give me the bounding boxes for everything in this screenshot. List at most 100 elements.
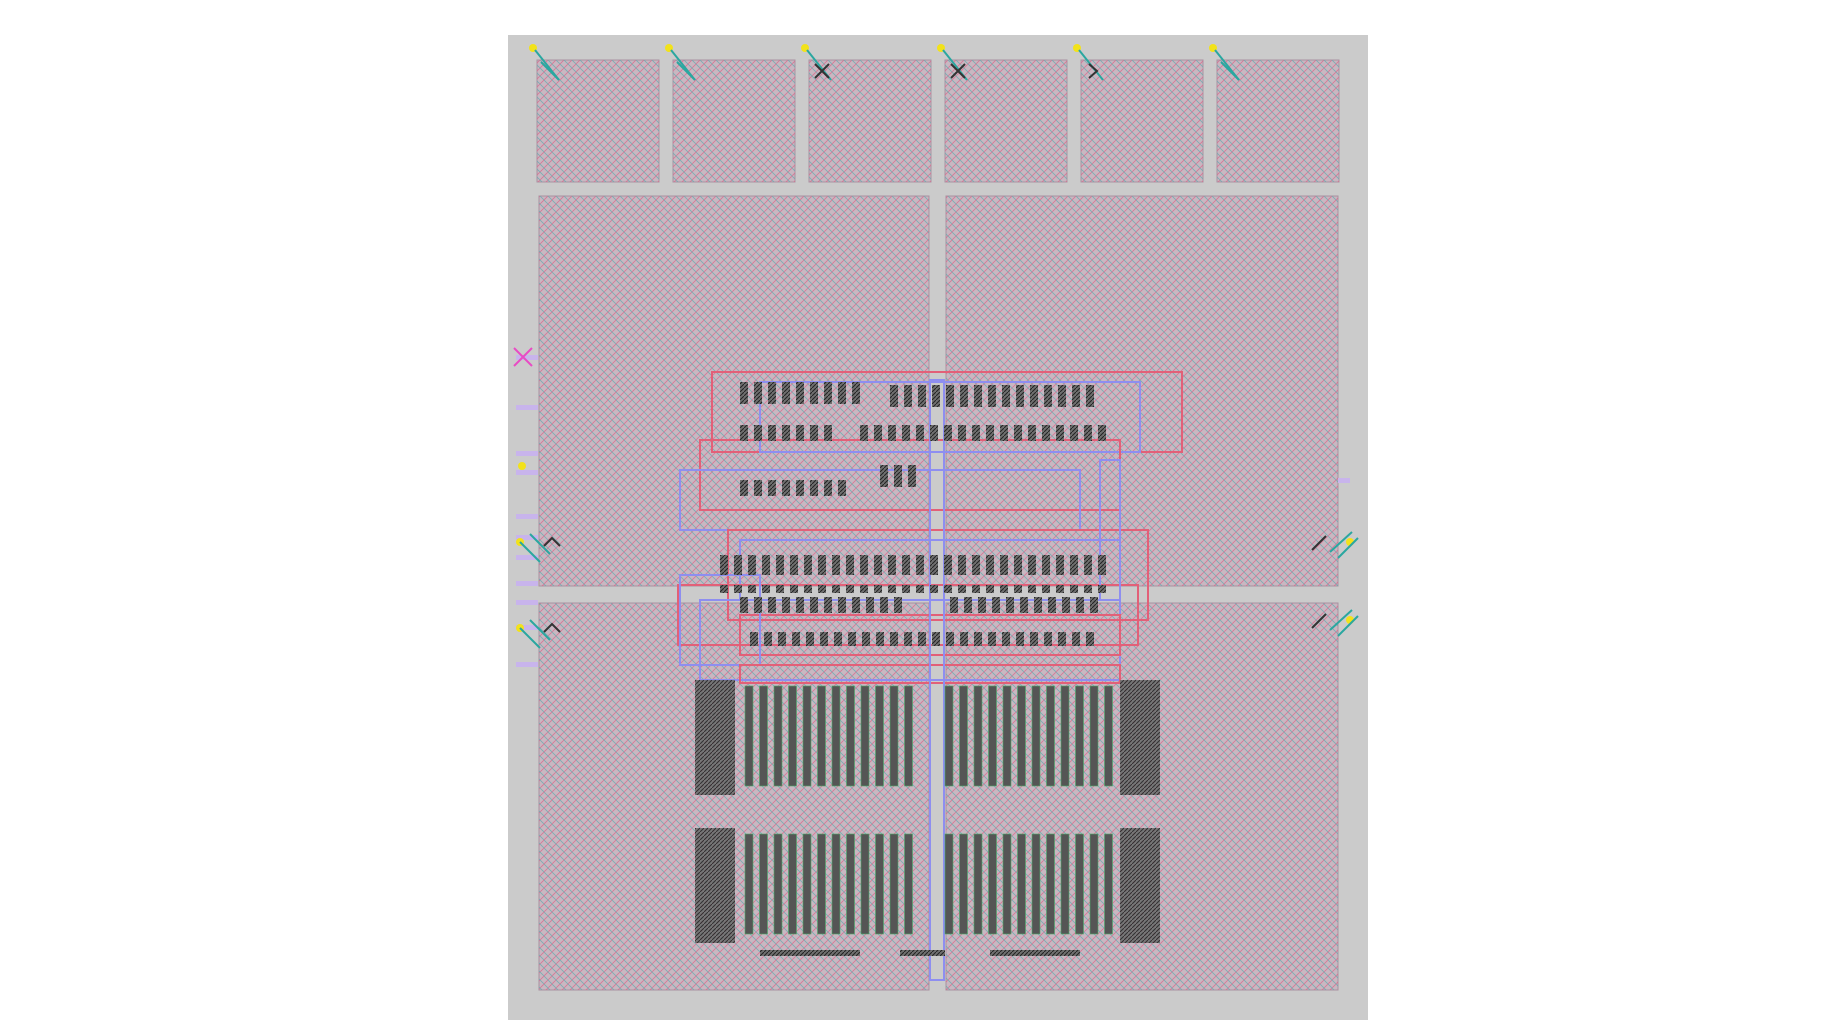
- standard-cell: [824, 597, 832, 613]
- standard-cell: [964, 597, 972, 613]
- standard-cell: [904, 632, 912, 646]
- standard-cell: [768, 597, 776, 613]
- standard-cell: [1042, 585, 1050, 593]
- standard-cell: [1014, 585, 1022, 593]
- standard-cell: [790, 585, 798, 593]
- standard-cell: [888, 585, 896, 593]
- standard-cell: [1044, 632, 1052, 646]
- standard-cell: [838, 480, 846, 496]
- top-pad: [1080, 59, 1204, 183]
- transistor-finger: [846, 833, 855, 935]
- transistor-finger: [788, 833, 797, 935]
- edge-block: [695, 680, 735, 795]
- transistor-finger: [759, 685, 768, 787]
- standard-cell: [1000, 585, 1008, 593]
- standard-cell: [902, 425, 910, 441]
- transistor-finger: [1002, 685, 1012, 787]
- contact-row: [1040, 950, 1080, 956]
- transistor-finger: [831, 833, 841, 935]
- standard-cell: [1028, 425, 1036, 441]
- standard-cell: [988, 632, 996, 646]
- standard-cell: [880, 597, 888, 613]
- standard-cell: [958, 425, 966, 441]
- standard-cell: [764, 632, 772, 646]
- standard-cell: [958, 585, 966, 593]
- pin-stub: [516, 535, 538, 540]
- standard-cell: [972, 585, 980, 593]
- standard-cell: [734, 585, 742, 593]
- standard-cell: [1072, 385, 1080, 407]
- standard-cell: [806, 632, 814, 646]
- standard-cell: [754, 597, 762, 613]
- standard-cell: [820, 632, 828, 646]
- standard-cell: [750, 632, 758, 646]
- standard-cell: [944, 555, 952, 575]
- standard-cell: [988, 385, 996, 407]
- standard-cell: [734, 555, 742, 575]
- standard-cell: [834, 632, 842, 646]
- standard-cell: [860, 425, 868, 441]
- transistor-finger: [1031, 685, 1041, 787]
- x-cross-icon: [801, 44, 832, 81]
- standard-cell: [1084, 425, 1092, 441]
- standard-cell: [824, 382, 832, 404]
- standard-cell: [838, 597, 846, 613]
- standard-cell: [720, 585, 728, 593]
- standard-cell: [1028, 585, 1036, 593]
- pin-dot: [518, 462, 526, 470]
- transistor-finger: [1017, 833, 1026, 935]
- standard-cell: [1070, 555, 1078, 575]
- chevron-up-icon: [516, 619, 561, 649]
- transistor-finger: [802, 685, 812, 787]
- transistor-finger: [773, 685, 783, 787]
- standard-cell: [918, 385, 926, 407]
- diagonal-slash-icon: [1209, 44, 1240, 81]
- standard-cell: [972, 555, 980, 575]
- transistor-finger: [875, 833, 884, 935]
- contact-row: [990, 950, 1065, 956]
- standard-cell: [1084, 555, 1092, 575]
- standard-cell: [740, 425, 748, 441]
- standard-cell: [986, 585, 994, 593]
- standard-cell: [754, 382, 762, 404]
- transistor-finger: [1089, 833, 1099, 935]
- routing-trace: [1099, 459, 1121, 601]
- standard-cell: [810, 425, 818, 441]
- standard-cell: [1014, 425, 1022, 441]
- transistor-finger: [944, 833, 954, 935]
- core-circuit: [677, 371, 1183, 981]
- marker-icon: [513, 347, 533, 367]
- standard-cell: [1058, 632, 1066, 646]
- standard-cell: [1016, 385, 1024, 407]
- transistor-finger: [904, 685, 913, 787]
- standard-cell: [796, 382, 804, 404]
- pin-stub: [516, 470, 538, 475]
- standard-cell: [974, 632, 982, 646]
- transistor-finger: [860, 685, 870, 787]
- standard-cell: [720, 555, 728, 575]
- transistor-finger: [889, 833, 899, 935]
- standard-cell: [874, 585, 882, 593]
- standard-cell: [916, 425, 924, 441]
- standard-cell: [930, 555, 938, 575]
- standard-cell: [932, 632, 940, 646]
- standard-cell: [1090, 597, 1098, 613]
- pin-stub: [516, 451, 538, 456]
- transistor-finger: [1104, 685, 1113, 787]
- standard-cell: [890, 632, 898, 646]
- standard-cell: [762, 585, 770, 593]
- standard-cell: [810, 597, 818, 613]
- standard-cell: [862, 632, 870, 646]
- standard-cell: [1072, 632, 1080, 646]
- top-pad: [536, 59, 660, 183]
- transistor-finger: [744, 833, 754, 935]
- transistor-finger: [1031, 833, 1041, 935]
- standard-cell: [852, 382, 860, 404]
- edge-block: [1120, 828, 1160, 943]
- pin-stub: [516, 405, 538, 410]
- transistor-finger: [817, 685, 826, 787]
- standard-cell: [1056, 585, 1064, 593]
- transistor-finger: [860, 833, 870, 935]
- standard-cell: [946, 632, 954, 646]
- standard-cell: [1086, 385, 1094, 407]
